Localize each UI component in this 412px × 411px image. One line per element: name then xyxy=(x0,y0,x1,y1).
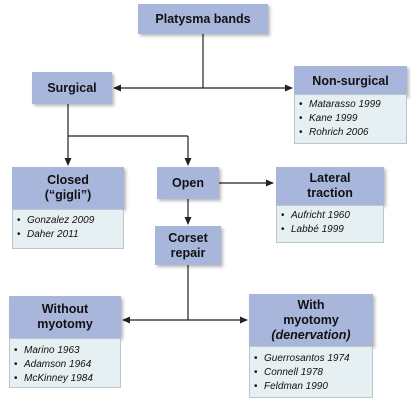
node-with-myotomy: With myotomy (denervation) xyxy=(249,294,373,346)
node-open: Open xyxy=(157,167,219,199)
node-with-myotomy-line1: With xyxy=(297,297,325,312)
reference-item: Matarasso 1999 xyxy=(295,98,406,112)
closed-references: Gonzalez 2009 Daher 2011 xyxy=(12,209,124,249)
reference-item: Feldman 1990 xyxy=(250,380,372,394)
without-myotomy-references: Marino 1963 Adamson 1964 McKinney 1984 xyxy=(9,338,121,388)
node-lateral-traction-line2: traction xyxy=(307,186,353,200)
reference-item: Kane 1999 xyxy=(295,112,406,126)
node-lateral-traction: Lateral traction xyxy=(276,167,384,205)
node-open-label: Open xyxy=(172,175,204,190)
node-surgical-label: Surgical xyxy=(47,80,97,95)
node-closed-gigli: Closed (“gigli”) xyxy=(12,167,124,209)
reference-item: Connell 1978 xyxy=(250,366,372,380)
node-corset-repair-line1: Corset xyxy=(168,230,208,245)
node-with-myotomy-line2: myotomy xyxy=(283,312,339,327)
node-non-surgical-label: Non-surgical xyxy=(312,73,389,88)
reference-item: Adamson 1964 xyxy=(10,358,120,372)
node-lateral-traction-line1: Lateral xyxy=(309,171,351,185)
node-without-myotomy-line1: Without xyxy=(41,302,89,316)
node-platysma-bands: Platysma bands xyxy=(138,4,268,34)
node-without-myotomy-line2: myotomy xyxy=(37,317,93,331)
node-corset-repair-line2: repair xyxy=(170,245,206,260)
node-closed-label-line1: Closed xyxy=(47,173,89,187)
node-surgical: Surgical xyxy=(32,72,112,104)
node-platysma-bands-label: Platysma bands xyxy=(155,11,251,26)
node-closed-label-line2: (“gigli”) xyxy=(44,188,92,202)
reference-item: Marino 1963 xyxy=(10,344,120,358)
reference-item: McKinney 1984 xyxy=(10,372,120,386)
reference-item: Labbé 1999 xyxy=(277,223,383,237)
reference-item: Rohrich 2006 xyxy=(295,126,406,140)
reference-item: Daher 2011 xyxy=(13,228,123,242)
non-surgical-references: Matarasso 1999 Kane 1999 Rohrich 2006 xyxy=(294,94,407,144)
node-with-myotomy-line3: (denervation) xyxy=(271,327,351,342)
with-myotomy-references: Guerrosantos 1974 Connell 1978 Feldman 1… xyxy=(249,346,373,398)
reference-item: Aufricht 1960 xyxy=(277,209,383,223)
reference-item: Gonzalez 2009 xyxy=(13,214,123,228)
reference-item: Guerrosantos 1974 xyxy=(250,352,372,366)
lateral-traction-references: Aufricht 1960 Labbé 1999 xyxy=(276,205,384,243)
node-without-myotomy: Without myotomy xyxy=(9,296,121,338)
node-corset-repair: Corset repair xyxy=(155,226,221,265)
node-non-surgical: Non-surgical xyxy=(294,66,407,96)
